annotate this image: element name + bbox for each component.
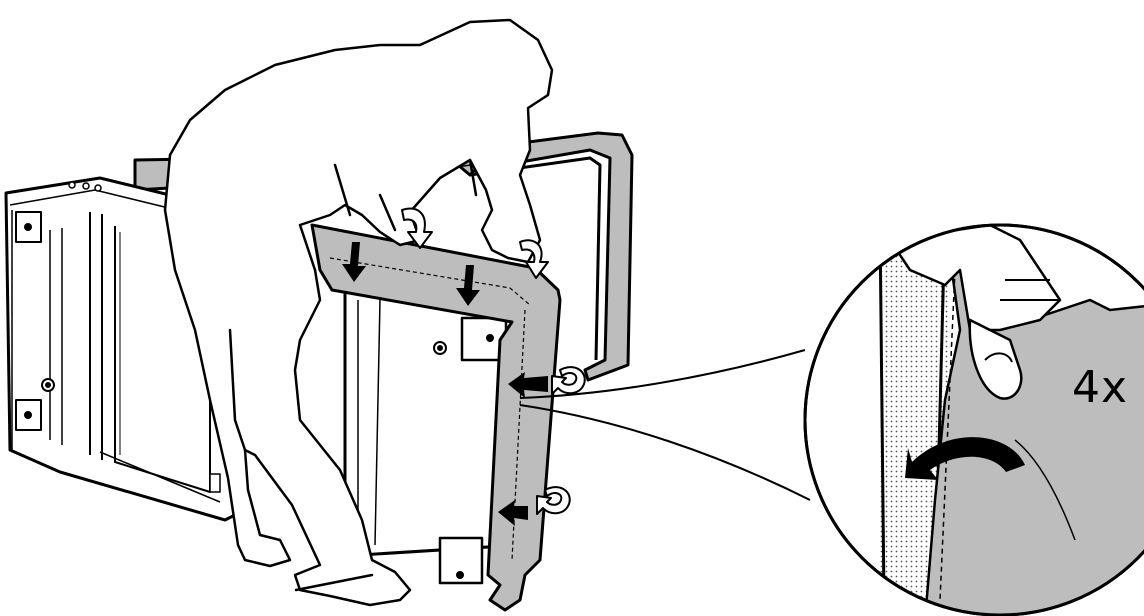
quantity-label: 4x	[1072, 366, 1128, 410]
detail-zoom	[805, 220, 1144, 616]
